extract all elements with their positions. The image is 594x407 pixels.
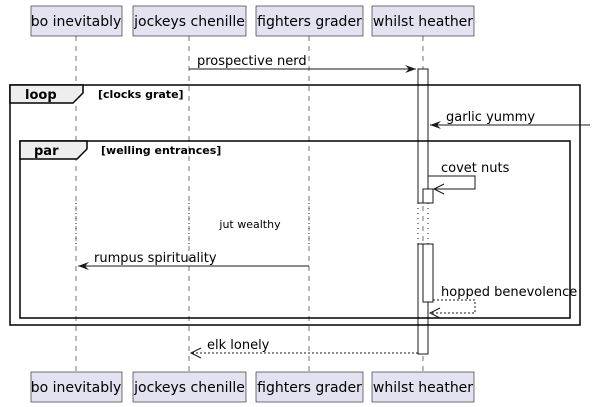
participant-top-bo-inevitably[interactable]: bo inevitably <box>30 5 123 37</box>
participant-label: bo inevitably <box>31 14 122 30</box>
fragment-loop-guard: [clocks grate] <box>98 88 184 101</box>
message-label: elk lonely <box>207 338 270 353</box>
message-label: rumpus spirituality <box>94 251 217 266</box>
divider-label: jut wealthy <box>218 218 281 231</box>
participant-label: jockeys chenille <box>133 380 245 396</box>
message-prospective-nerd: prospective nerd <box>189 54 416 73</box>
message-garlic-yummy: garlic yummy <box>430 110 590 129</box>
message-label: prospective nerd <box>197 54 307 69</box>
participant-top-fighters-grader[interactable]: fighters grader <box>255 5 364 37</box>
message-elk-lonely: elk lonely <box>189 338 418 359</box>
activation-bar-nested <box>422 188 434 204</box>
participant-top-whilst-heather[interactable]: whilst heather <box>371 5 475 37</box>
participant-label: bo inevitably <box>31 380 122 396</box>
participant-label: fighters grader <box>257 14 362 30</box>
fragment-par-label: par <box>34 144 59 159</box>
participant-bottom-jockeys-chenille[interactable]: jockeys chenille <box>132 371 247 403</box>
participant-label: whilst heather <box>373 14 473 30</box>
message-hopped-benevolence: hopped benevolence <box>428 285 577 319</box>
message-rumpus-spirituality: rumpus spirituality <box>78 251 309 270</box>
fragment-loop-label: loop <box>25 88 57 103</box>
message-label: garlic yummy <box>446 110 535 125</box>
participant-bottom-bo-inevitably[interactable]: bo inevitably <box>30 371 123 403</box>
message-label: covet nuts <box>441 161 510 176</box>
fragment-par-guard: [welling entrances] <box>101 144 221 157</box>
participant-label: fighters grader <box>257 380 362 396</box>
participant-bottom-fighters-grader[interactable]: fighters grader <box>255 371 364 403</box>
participant-bottom-whilst-heather[interactable]: whilst heather <box>371 371 475 403</box>
activation-bar <box>417 68 429 204</box>
message-label: hopped benevolence <box>441 285 577 300</box>
participant-label: jockeys chenille <box>133 14 245 30</box>
fragment-loop: loop [clocks grate] <box>9 84 581 326</box>
message-covet-nuts: covet nuts <box>428 161 510 195</box>
activation-bar-nested <box>422 243 434 303</box>
participant-top-jockeys-chenille[interactable]: jockeys chenille <box>132 5 247 37</box>
participant-label: whilst heather <box>373 380 473 396</box>
fragment-par: par [welling entrances] <box>19 140 571 319</box>
